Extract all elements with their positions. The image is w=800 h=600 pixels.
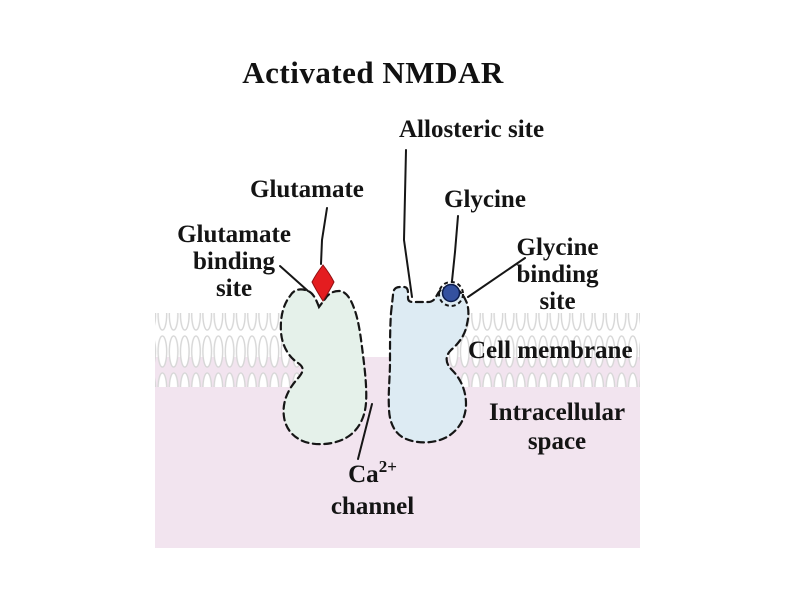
- cell-membrane-label: Cell membrane: [468, 337, 633, 364]
- glutamate-leader-line: [320, 207, 328, 265]
- ca-element: Ca: [348, 461, 379, 488]
- allosteric-site-leader-line: [402, 149, 413, 298]
- glutamate-label: Glutamate: [250, 176, 364, 203]
- glutamate-binding-site-line1: Glutamate: [177, 221, 291, 248]
- glutamate-binding-site-leader-line: [279, 265, 309, 292]
- ca-channel-label: Ca2+ channel: [315, 457, 430, 522]
- glycine-leader-line: [451, 215, 459, 282]
- glutamate-binding-site-label: Glutamate binding site: [160, 221, 308, 302]
- ca-charge-superscript: 2+: [378, 457, 397, 476]
- ca-channel-line1: Ca2+: [315, 457, 430, 492]
- intracellular-space-line2: space: [527, 428, 587, 455]
- glutamate-binding-site-line2: binding: [192, 248, 275, 275]
- glycine-binding-site-line1: Glycine: [516, 234, 599, 261]
- left-receptor-subunit: [279, 288, 368, 446]
- allosteric-site-label: Allosteric site: [399, 116, 545, 143]
- glutamate-binding-site-line3: site: [215, 275, 253, 302]
- glycine-binding-site-leader-line: [467, 257, 526, 298]
- intracellular-space-label: Intracellular space: [478, 398, 636, 456]
- glycine-binding-pocket: [438, 281, 464, 307]
- glycine-binding-site-line2: binding: [516, 261, 599, 288]
- glycine-binding-site-label: Glycine binding site: [485, 234, 630, 315]
- glycine-ligand-dot: [441, 283, 461, 303]
- right-receptor-subunit: [387, 285, 470, 444]
- diagram-title: Activated NMDAR: [242, 55, 504, 90]
- glycine-binding-site-line3: site: [539, 288, 576, 315]
- glutamate-ligand-diamond: [311, 264, 335, 302]
- intracellular-space-line1: Intracellular: [488, 399, 626, 426]
- ca-channel-line2: channel: [330, 493, 415, 520]
- ca-channel-leader-line: [357, 403, 373, 460]
- glycine-label: Glycine: [444, 186, 526, 213]
